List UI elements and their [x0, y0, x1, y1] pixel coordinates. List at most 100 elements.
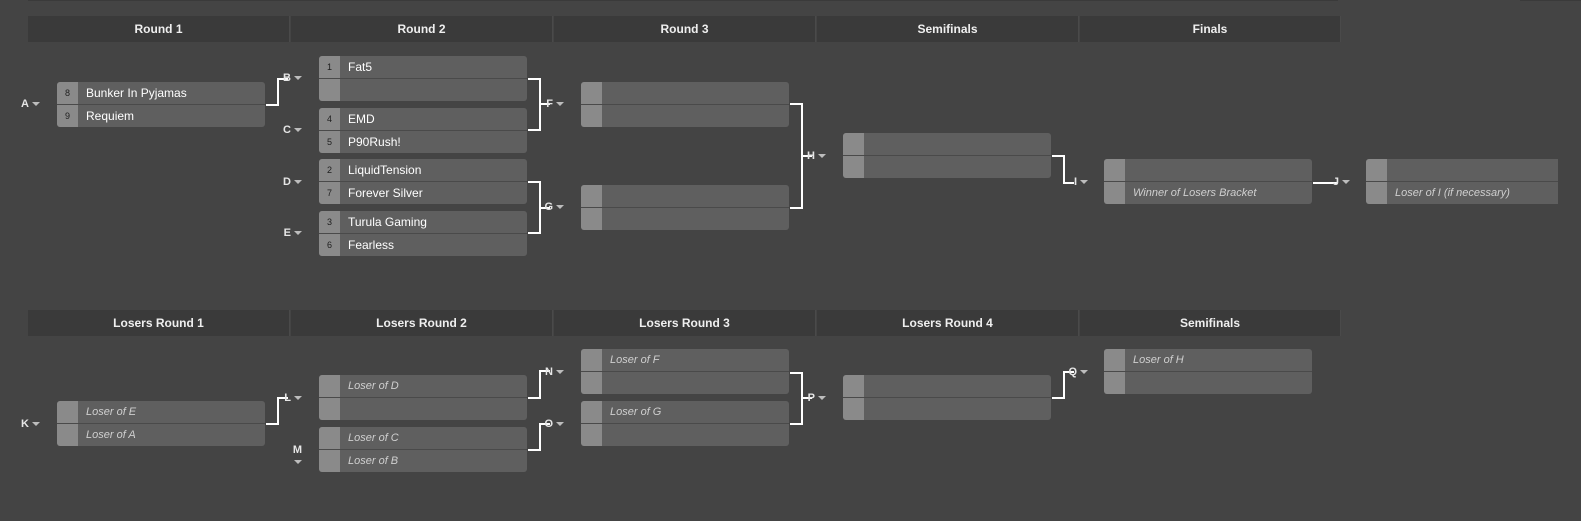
team-slot[interactable]: Loser of I (if necessary): [1366, 182, 1558, 204]
seed-badge: [319, 398, 340, 420]
match-label-k-text: K: [21, 418, 29, 430]
match-label-g-text: G: [544, 201, 553, 213]
team-slot[interactable]: Loser of C: [319, 427, 527, 449]
match-label-q[interactable]: Q: [1068, 366, 1088, 378]
team-slot[interactable]: Loser of F: [581, 349, 789, 371]
team-slot[interactable]: [581, 185, 789, 207]
match-i: Winner of Losers Bracket: [1104, 159, 1312, 204]
team-slot[interactable]: Loser of G: [581, 401, 789, 423]
team-name: EMD: [348, 112, 375, 126]
match-label-c-text: C: [283, 124, 291, 136]
match-label-n[interactable]: N: [544, 366, 564, 378]
team-slot[interactable]: [581, 208, 789, 230]
match-n: Loser of F: [581, 349, 789, 394]
team-slot[interactable]: Winner of Losers Bracket: [1104, 182, 1312, 204]
losers-round-header-1: Losers Round 1: [28, 310, 290, 336]
team-slot[interactable]: [1104, 372, 1312, 394]
round-header-finals: Finals: [1080, 16, 1341, 42]
seed-badge: [319, 375, 340, 397]
match-label-j-text: J: [1332, 176, 1339, 188]
team-slot[interactable]: Loser of A: [57, 424, 265, 446]
match-q: Loser of H: [1104, 349, 1312, 394]
team-slot[interactable]: [843, 156, 1051, 178]
match-label-k[interactable]: K: [20, 418, 40, 430]
team-slot[interactable]: [581, 424, 789, 446]
team-slot[interactable]: [843, 375, 1051, 397]
seed-badge: [581, 185, 602, 207]
losers-round-header-3: Losers Round 3: [554, 310, 816, 336]
team-slot[interactable]: [581, 105, 789, 127]
match-label-e[interactable]: E: [282, 227, 302, 239]
losers-round-header-2: Losers Round 2: [291, 310, 553, 336]
match-label-l[interactable]: L: [282, 392, 302, 404]
match-l: Loser of D: [319, 375, 527, 420]
match-label-j[interactable]: J: [1330, 176, 1350, 188]
match-label-a-text: A: [21, 98, 29, 110]
team-name: Loser of B: [348, 455, 399, 467]
match-label-f[interactable]: F: [544, 98, 564, 110]
team-slot[interactable]: [581, 372, 789, 394]
connector-l-m-o: [528, 370, 550, 451]
match-m: Loser of C Loser of B: [319, 427, 527, 472]
match-label-f-text: F: [546, 98, 553, 110]
team-name: Loser of E: [86, 406, 137, 418]
top-divider-right: [1520, 0, 1581, 1]
match-label-p[interactable]: P: [806, 392, 826, 404]
chevron-down-icon: [1342, 180, 1350, 185]
team-name: Loser of H: [1133, 354, 1184, 366]
match-label-i[interactable]: I: [1068, 176, 1088, 188]
chevron-down-icon: [1080, 180, 1088, 185]
round-header-3: Round 3: [554, 16, 816, 42]
match-label-e-text: E: [283, 227, 291, 239]
seed-badge: [581, 372, 602, 394]
seed-badge: [581, 105, 602, 127]
team-slot[interactable]: [581, 82, 789, 104]
seed-badge: [1104, 182, 1125, 204]
team-slot[interactable]: Loser of E: [57, 401, 265, 423]
match-label-i-text: I: [1073, 176, 1077, 188]
match-label-o[interactable]: O: [544, 418, 564, 430]
match-label-b[interactable]: B: [282, 72, 302, 84]
match-f: [581, 82, 789, 127]
match-label-h-text: H: [807, 150, 815, 162]
match-label-d[interactable]: D: [282, 176, 302, 188]
seed-badge: [1104, 159, 1125, 181]
team-slot[interactable]: [843, 133, 1051, 155]
team-slot[interactable]: 6 Fearless: [319, 234, 527, 256]
chevron-down-icon: [818, 396, 826, 401]
team-slot[interactable]: [1104, 159, 1312, 181]
team-slot[interactable]: Loser of D: [319, 375, 527, 397]
team-slot[interactable]: [843, 398, 1051, 420]
seed-badge: [581, 349, 602, 371]
team-name: Fat5: [348, 60, 373, 74]
team-slot[interactable]: [1366, 159, 1558, 181]
match-label-g[interactable]: G: [544, 201, 564, 213]
team-slot[interactable]: [319, 79, 527, 101]
match-label-m[interactable]: M: [282, 444, 302, 468]
chevron-down-icon: [294, 180, 302, 185]
match-label-p-text: P: [807, 392, 815, 404]
match-label-h[interactable]: H: [806, 150, 826, 162]
match-label-c[interactable]: C: [282, 124, 302, 136]
team-slot[interactable]: [319, 398, 527, 420]
match-label-n-text: N: [545, 366, 553, 378]
chevron-down-icon: [32, 422, 40, 427]
team-name: Fearless: [348, 238, 395, 252]
seed-badge: 6: [319, 234, 340, 256]
team-slot[interactable]: Loser of B: [319, 450, 527, 472]
team-name: Winner of Losers Bracket: [1133, 187, 1257, 199]
team-slot[interactable]: Loser of H: [1104, 349, 1312, 371]
match-label-a[interactable]: A: [20, 98, 40, 110]
team-name: Loser of C: [348, 432, 399, 444]
